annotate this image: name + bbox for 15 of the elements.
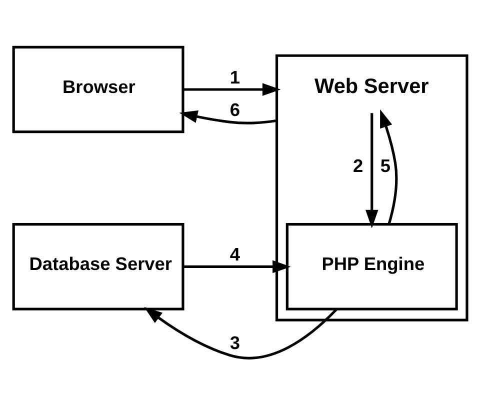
arrow xyxy=(179,110,277,124)
node-box: Browser xyxy=(12,45,184,133)
edge-label: 4 xyxy=(230,242,240,264)
node-box: PHP Engine xyxy=(286,222,458,310)
arrow xyxy=(380,108,398,224)
arrow xyxy=(183,260,291,273)
arrow xyxy=(144,306,338,359)
edge-label: 2 xyxy=(352,154,364,176)
edge-label: 3 xyxy=(230,332,240,353)
arrow xyxy=(183,82,281,96)
edge-label: 1 xyxy=(230,66,240,87)
arrow xyxy=(365,112,378,228)
edge-label: 6 xyxy=(230,98,240,120)
edge-label: 5 xyxy=(380,154,390,176)
node-box: Database Server xyxy=(12,222,184,310)
